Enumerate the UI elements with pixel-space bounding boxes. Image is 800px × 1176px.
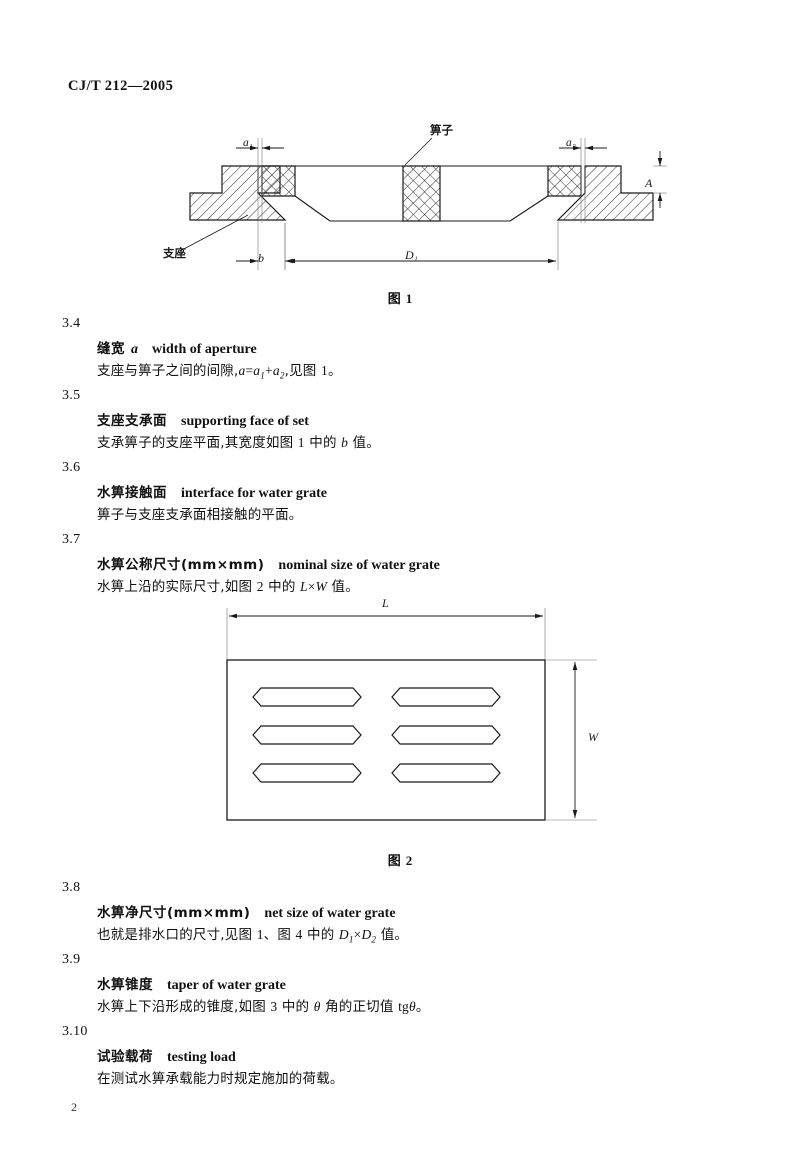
figure2-slot-group (252, 687, 501, 783)
clause-term-3-6: 水箅接触面 interface for water grate (97, 481, 327, 502)
clause-term-cn-3-5: 支座支承面 (97, 413, 167, 429)
figure1-label-A: A (645, 176, 653, 190)
clause-body-3-4: 支座与箅子之间的间隙,a=a1+a2,见图 1。 (97, 363, 342, 381)
clause-body-3-9: 水箅上下沿形成的锥度,如图 3 中的 θ 角的正切值 tgθ。 (97, 999, 430, 1015)
clause-term-en-3-4: width of aperture (152, 342, 257, 357)
clause-body-3-8: 也就是排水口的尺寸,见图 1、图 4 中的 D1×D2 值。 (97, 927, 409, 945)
figure-2-plan-view (226, 608, 597, 821)
figure1-label-D1: D₁ (405, 248, 418, 262)
figure1-label-a1: a₁ (243, 137, 253, 149)
figure1-label-grate: 箅子 (430, 123, 453, 137)
figure2-plate-outline (226, 659, 546, 821)
clause-body-3-10: 在测试水箅承载能力时规定施加的荷载。 (97, 1071, 344, 1087)
clause-number-3-6: 3.6 (62, 460, 81, 475)
clause-number-3-8: 3.8 (62, 880, 81, 895)
clause-term-en-3-9: taper of water grate (167, 978, 286, 993)
clause-body-3-5: 支承箅子的支座平面,其宽度如图 1 中的 b 值。 (97, 435, 380, 451)
clause-number-3-5: 3.5 (62, 388, 81, 403)
clause-term-cn-3-10: 试验载荷 (97, 1049, 153, 1065)
clause-body-3-6: 箅子与支座支承面相接触的平面。 (97, 507, 303, 523)
clause-number-3-9: 3.9 (62, 952, 81, 967)
clause-term-3-8: 水箅净尺寸(mm×mm) net size of water grate (97, 901, 396, 922)
clause-term-cn-3-6: 水箅接触面 (97, 485, 167, 501)
figure-1-caption-label: 图 (387, 292, 401, 307)
clause-term-3-4: 缝宽 a width of aperture (97, 337, 257, 358)
figure-1-cross-section (179, 137, 667, 270)
clause-term-3-10: 试验载荷 testing load (97, 1045, 236, 1066)
clause-term-en-3-10: testing load (167, 1050, 236, 1065)
clause-number-3-7: 3.7 (62, 532, 81, 547)
clause-term-3-5: 支座支承面 supporting face of set (97, 409, 309, 430)
clause-term-en-3-5: supporting face of set (181, 414, 309, 429)
page-number: 2 (71, 1100, 77, 1114)
clause-number-3-10: 3.10 (62, 1024, 88, 1039)
clause-number-3-4: 3.4 (62, 316, 81, 331)
support-leader-line (179, 214, 249, 252)
clause-term-cn-3-4: 缝宽 (97, 341, 125, 357)
clause-body-3-7: 水箅上沿的实际尺寸,如图 2 中的 L×W 值。 (97, 579, 359, 595)
figure1-label-a2: a₂ (566, 137, 576, 149)
clause-term-cn-3-7: 水箅公称尺寸(mm×mm) (97, 557, 265, 573)
standard-code-header: CJ/T 212—2005 (68, 78, 174, 94)
figure-2-caption-number: 2 (405, 853, 413, 868)
clause-term-en-3-7: nominal size of water grate (278, 558, 440, 573)
clause-term-cn-3-9: 水箅锥度 (97, 977, 153, 993)
clause-term-en-3-8: net size of water grate (264, 906, 396, 921)
figure-1-caption-number: 1 (405, 291, 413, 306)
clause-term-en-3-6: interface for water grate (181, 486, 328, 501)
figure2-label-W: W (588, 730, 598, 744)
clause-term-3-7: 水箅公称尺寸(mm×mm) nominal size of water grate (97, 553, 440, 574)
clause-term-cn-3-8: 水箅净尺寸(mm×mm) (97, 905, 251, 921)
clause-term-3-9: 水箅锥度 taper of water grate (97, 973, 286, 994)
figure-2-caption-label: 图 (387, 854, 401, 869)
grate-leader-line (404, 137, 433, 166)
figure2-label-L: L (382, 596, 389, 610)
figure1-label-support: 支座 (163, 246, 186, 260)
clause-term-symbol-3-4: a (131, 342, 138, 357)
figure1-label-b: b (258, 251, 264, 265)
